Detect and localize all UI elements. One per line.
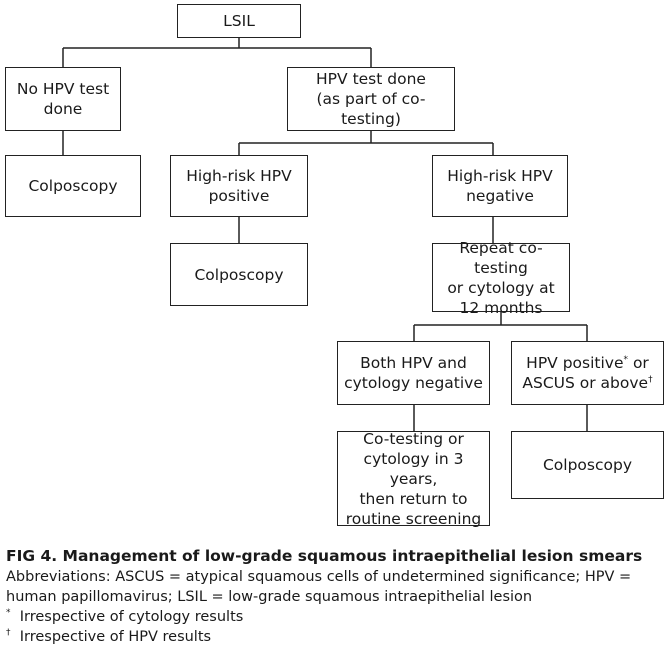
footnote-1-mark: * [6, 608, 11, 619]
box-hpv-pos-line1: HPV positive* or [522, 353, 652, 373]
hpv-pos-or: or [628, 354, 649, 372]
box-high-risk-positive: High-risk HPV positive [170, 155, 308, 217]
figure-caption: FIG 4. Management of low-grade squamous … [6, 546, 668, 647]
footnote-mark-asterisk: * [623, 354, 629, 365]
box-hr-pos-line1: High-risk HPV [186, 167, 292, 185]
box-hr-pos-line2: positive [208, 187, 270, 205]
box-no-hpv-line1: No HPV test [16, 80, 110, 98]
box-cotesting-line2: cytology in 3 years, [363, 449, 464, 488]
box-cotesting-line1: Co-testing or [363, 429, 464, 448]
footnote-2-text: Irrespective of HPV results [19, 629, 212, 645]
box-both-neg-line1: Both HPV and [360, 354, 467, 372]
box-repeat-cotesting: Repeat co-testing or cytology at 12 mont… [432, 239, 570, 317]
box-lsil: LSIL [177, 4, 301, 38]
box-both-neg-line2: cytology negative [344, 374, 483, 392]
figure-title: FIG 4. Management of low-grade squamous … [6, 547, 643, 565]
box-colposcopy-2-label: Colposcopy [194, 265, 284, 284]
box-colposcopy-3-label: Colposcopy [542, 456, 633, 474]
flowchart-connectors [62, 37, 588, 431]
box-hpv-pos-line2: ASCUS or above† [522, 373, 652, 393]
footnote-mark-dagger: † [648, 374, 653, 385]
box-hpv-done-line1: HPV test done [316, 70, 426, 88]
box-high-risk-negative: High-risk HPV negative [432, 155, 568, 217]
box-both-negative: Both HPV and cytology negative [337, 341, 490, 405]
box-cotesting-line4: routine screening [345, 509, 482, 528]
box-repeat-line1: Repeat co-testing [459, 238, 543, 277]
ascus-text: ASCUS or above [522, 374, 649, 392]
hpv-pos-text: HPV positive [526, 354, 624, 372]
box-no-hpv-line2: done [43, 100, 83, 118]
abbreviations-note: Abbreviations: ASCUS = atypical squamous… [6, 569, 632, 605]
box-no-hpv-test: No HPV test done [5, 67, 121, 131]
box-repeat-line3: 12 months [459, 298, 543, 317]
footnote-1-text: Irrespective of cytology results [19, 609, 244, 625]
footnote-2-mark: † [6, 628, 11, 639]
box-hpv-done-line2: (as part of co-testing) [316, 90, 426, 128]
box-colposcopy-1: Colposcopy [5, 155, 141, 217]
box-colposcopy-2: Colposcopy [170, 243, 308, 306]
footnote-1: * Irrespective of cytology results [6, 607, 668, 627]
box-repeat-line2: or cytology at [447, 278, 555, 297]
box-colposcopy-3: Colposcopy [511, 431, 664, 499]
box-colposcopy-1-label: Colposcopy [28, 177, 118, 195]
box-hr-neg-line2: negative [466, 187, 534, 205]
box-hr-neg-line1: High-risk HPV [447, 167, 553, 185]
box-lsil-label: LSIL [223, 12, 255, 30]
box-hpv-positive: HPV positive* or ASCUS or above† [511, 341, 664, 405]
box-cotesting-3-years: Co-testing or cytology in 3 years, then … [337, 429, 490, 528]
box-hpv-test-done: HPV test done (as part of co-testing) [287, 67, 455, 131]
footnote-2: † Irrespective of HPV results [6, 627, 668, 647]
box-cotesting-line3: then return to [359, 489, 468, 508]
